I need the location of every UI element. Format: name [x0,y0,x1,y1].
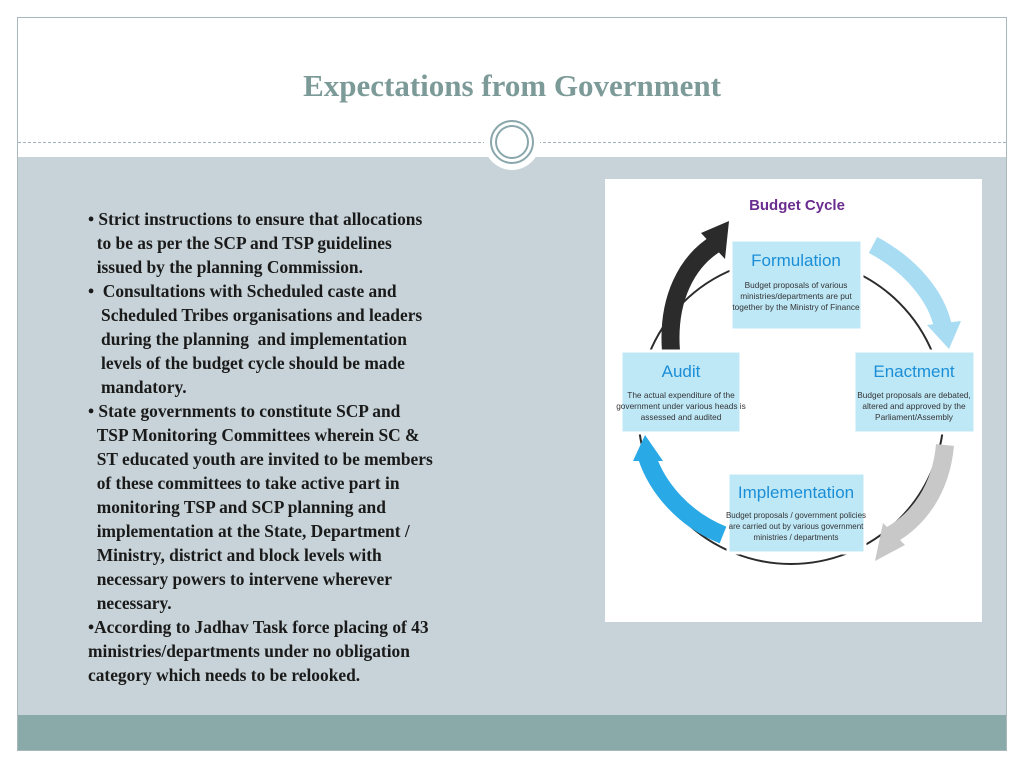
bullet-item: • State governments to constitute SCP an… [88,401,433,613]
stage-formulation-title: Formulation [751,251,841,270]
bullet-list: • Strict instructions to ensure that all… [88,207,508,687]
stage-audit-line: government under various heads is [616,401,746,411]
bullet-item: •According to Jadhav Task force placing … [88,617,429,685]
stage-enactment-line: Parliament/Assembly [875,412,954,422]
stage-formulation: Formulation Budget proposals of various … [729,238,864,332]
stage-implementation-line: Budget proposals / government policies [726,511,866,520]
stage-formulation-line: Budget proposals of various [745,280,848,290]
stage-implementation-line: ministries / departments [754,533,839,542]
stage-enactment-line: altered and approved by the [862,401,966,411]
diagram-title: Budget Cycle [749,197,845,214]
stage-enactment-title: Enactment [873,362,955,381]
budget-cycle-diagram: Budget Cycle Formulation Budget proposal… [605,179,982,622]
stage-implementation: Implementation Budget proposals / govern… [726,471,867,555]
bullet-item: • Consultations with Scheduled caste and… [88,281,423,397]
stage-implementation-line: are carried out by various government [729,522,865,531]
stage-formulation-line: ministries/departments are put [740,291,852,301]
stage-audit-title: Audit [662,362,701,381]
footer-bar [18,715,1006,750]
arrow-light-blue-icon [868,237,961,349]
stage-implementation-title: Implementation [738,483,854,502]
bullet-item: • Strict instructions to ensure that all… [88,209,423,277]
stage-audit-line: The actual expenditure of the [627,390,735,400]
arrow-blue-icon [633,435,727,544]
arrow-gray-icon [875,443,954,561]
stage-audit: Audit The actual expenditure of the gove… [616,349,746,435]
stage-formulation-line: together by the Ministry of Finance [732,302,860,312]
slide-title: Expectations from Government [303,68,721,103]
circle-ornament-icon [490,120,534,164]
arrow-dark-icon [661,221,729,352]
stage-enactment-line: Budget proposals are debated, [857,390,970,400]
stage-audit-line: assessed and audited [641,412,722,422]
stage-enactment: Enactment Budget proposals are debated, … [852,349,977,435]
